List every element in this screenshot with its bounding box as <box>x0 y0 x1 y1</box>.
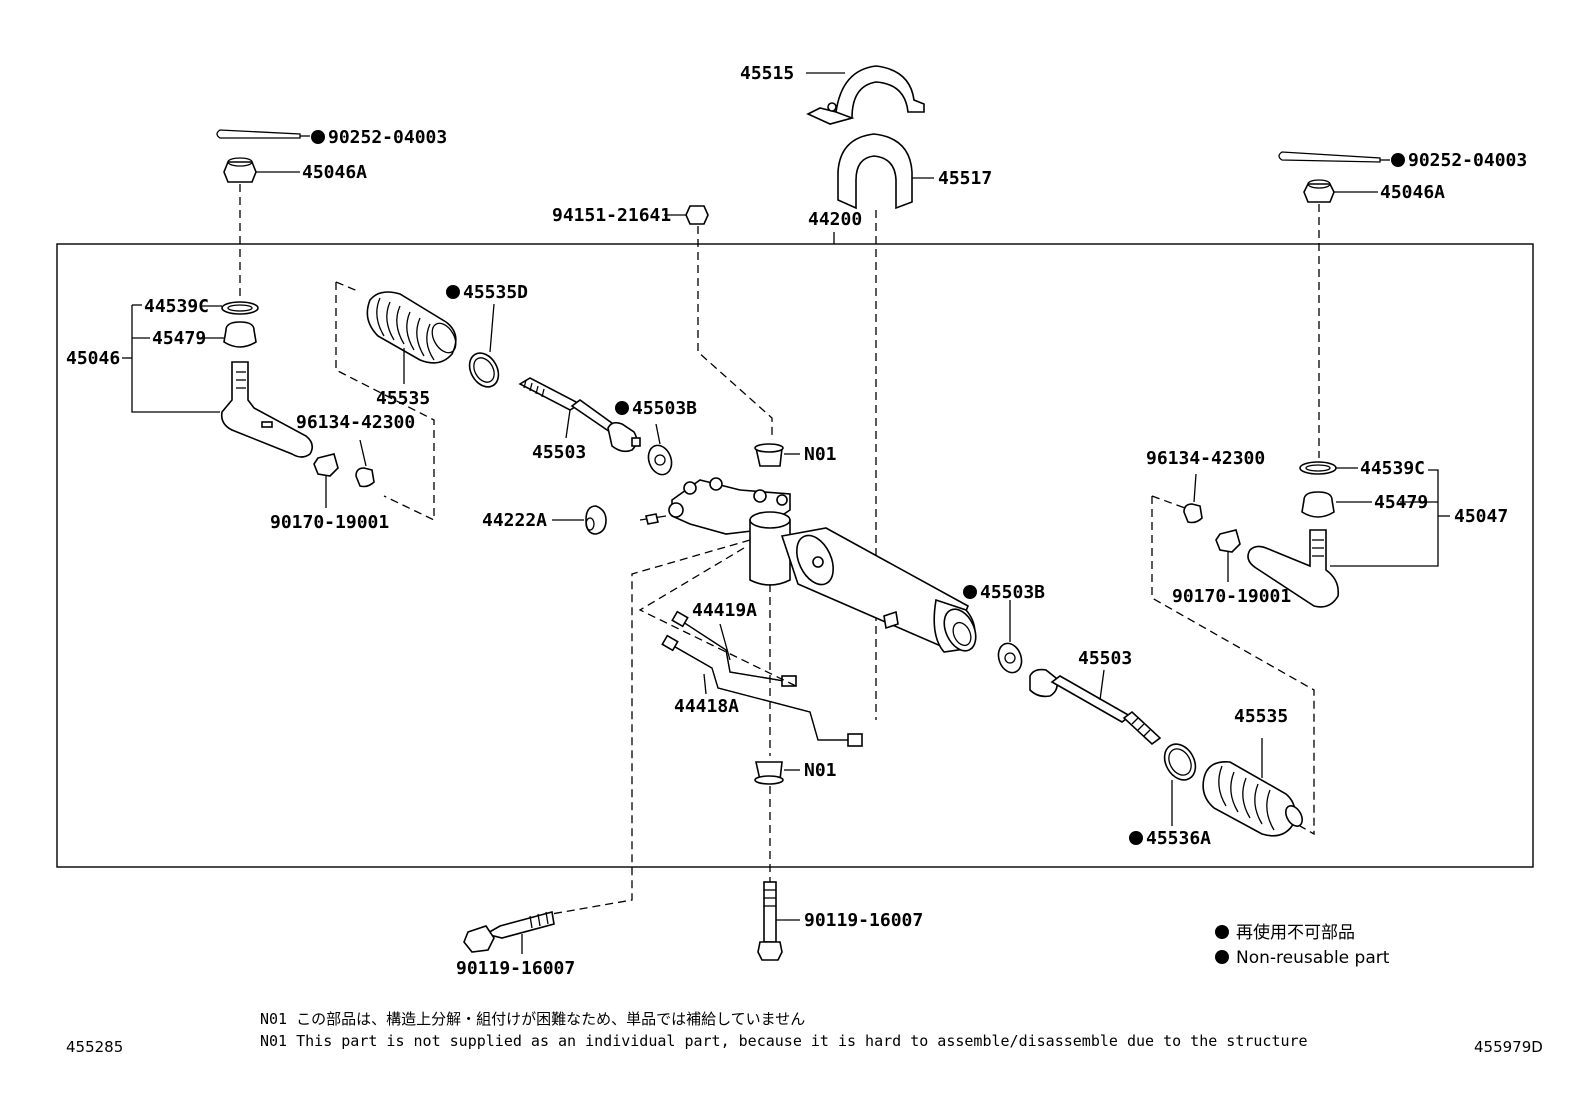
label-45503B-left: 45503B <box>632 398 697 419</box>
cap-44222A-icon <box>585 505 607 535</box>
rack-housing-44200-drawing <box>639 477 977 653</box>
pipes-44418A-44419A-drawing <box>661 610 863 747</box>
label-90170-19001-left: 90170-19001 <box>270 512 389 533</box>
label-45517: 45517 <box>938 168 992 189</box>
legend-dot-en <box>1215 950 1229 964</box>
label-45503-right: 45503 <box>1078 648 1132 669</box>
label-44200: 44200 <box>808 209 862 230</box>
clamp-45536A-icon <box>1163 743 1197 781</box>
label-45535-right: 45535 <box>1234 706 1288 727</box>
label-90252-04003-right: 90252-04003 <box>1408 150 1527 171</box>
note-n01-jp: N01 この部品は、構造上分解・組付けが困難なため、単品では補給していません <box>260 1010 805 1028</box>
label-90170-19001-right: 90170-19001 <box>1172 586 1291 607</box>
label-44418A: 44418A <box>674 696 739 717</box>
non-reusable-dot <box>963 585 977 599</box>
clamp-45535D-icon <box>468 352 500 388</box>
bellows-45535-left-drawing <box>366 291 457 364</box>
tie-rod-end-left-drawing <box>220 361 314 458</box>
legend-dot-jp <box>1215 925 1229 939</box>
figure-code-left: 455285 <box>66 1038 123 1056</box>
lock-nut-90170-left-icon <box>313 453 339 477</box>
non-reusable-dot <box>311 130 325 144</box>
washer-45503B-right-icon <box>997 642 1023 674</box>
assembly-frame <box>56 243 1534 868</box>
label-90252-04003-left: 90252-04003 <box>328 127 447 148</box>
bellows-45535-right-drawing <box>1202 761 1303 837</box>
label-96134-42300-right: 96134-42300 <box>1146 448 1265 469</box>
label-45046: 45046 <box>66 348 120 369</box>
nut-45046A-right-icon <box>1303 183 1335 203</box>
label-44539C-right: 44539C <box>1360 458 1425 479</box>
label-45479-left: 45479 <box>152 328 206 349</box>
ring-44539C-left-icon <box>221 301 259 315</box>
inner-rod-45503-left-drawing <box>518 377 641 453</box>
label-45046A-left: 45046A <box>302 162 367 183</box>
label-44419A: 44419A <box>692 600 757 621</box>
label-45047: 45047 <box>1454 506 1508 527</box>
clip-96134-right-icon <box>1183 503 1203 524</box>
non-reusable-dot <box>615 401 629 415</box>
label-45535D: 45535D <box>463 282 528 303</box>
label-45515: 45515 <box>740 63 794 84</box>
clip-96134-left-icon <box>355 467 375 488</box>
label-44539C-left: 44539C <box>144 296 209 317</box>
lock-nut-90170-right-icon <box>1215 529 1241 553</box>
figure-code-right: 455979D <box>1474 1038 1543 1056</box>
bracket-45515-drawing <box>806 65 925 125</box>
legend-non-reusable-en: Non-reusable part <box>1236 948 1390 968</box>
tie-rod-end-right-drawing <box>1247 529 1340 608</box>
label-94151-21641: 94151-21641 <box>552 205 671 226</box>
bolt-94151-icon <box>685 205 709 225</box>
boot-45479-right-icon <box>1301 491 1335 518</box>
washer-45503B-left-icon <box>647 444 673 476</box>
label-n01-top: N01 <box>804 444 837 465</box>
bolt-90119-center-drawing <box>757 881 783 961</box>
label-96134-42300-left: 96134-42300 <box>296 412 415 433</box>
non-reusable-dot <box>1129 831 1143 845</box>
nut-45046A-left-icon <box>223 161 257 183</box>
bushing-45517-drawing <box>837 133 913 210</box>
cotter-pin-right-icon <box>1278 151 1381 163</box>
label-45046A-right: 45046A <box>1380 182 1445 203</box>
cotter-pin-left-icon <box>216 129 301 139</box>
label-44222A: 44222A <box>482 510 547 531</box>
legend-non-reusable-jp: 再使用不可部品 <box>1236 922 1355 943</box>
label-90119-16007-center: 90119-16007 <box>804 910 923 931</box>
label-45535-left: 45535 <box>376 388 430 409</box>
bolt-90119-left-drawing <box>463 910 555 953</box>
non-reusable-dot <box>1391 153 1405 167</box>
label-45503-left: 45503 <box>532 442 586 463</box>
inner-rod-45503-right-drawing <box>1029 668 1162 746</box>
label-45503B-right: 45503B <box>980 582 1045 603</box>
boot-45479-left-icon <box>223 321 257 348</box>
label-90119-16007-left: 90119-16007 <box>456 958 575 979</box>
label-45536A: 45536A <box>1146 828 1211 849</box>
non-reusable-dot <box>446 285 460 299</box>
label-n01-bottom: N01 <box>804 760 837 781</box>
note-n01-en: N01 This part is not supplied as an indi… <box>260 1032 1308 1050</box>
